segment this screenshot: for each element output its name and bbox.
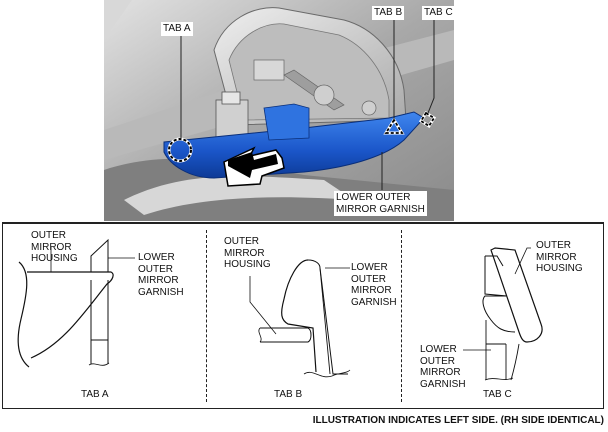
garnish-label-line: OUTER <box>420 355 455 367</box>
garnish-label: LOWER OUTER MIRROR GARNISH <box>351 262 397 308</box>
tab-a-detail-panel: OUTER MIRROR HOUSING LOWER OUTER MIRROR … <box>3 224 206 409</box>
tab-c-detail-panel: OUTER MIRROR HOUSING LOWER OUTER MIRROR … <box>403 224 603 409</box>
housing-label-line: MIRROR <box>31 241 72 253</box>
illustration-caption: ILLUSTRATION INDICATES LEFT SIDE. (RH SI… <box>312 415 604 426</box>
housing-label: OUTER MIRROR HOUSING <box>536 240 583 275</box>
garnish-label-line: MIRROR <box>351 285 392 296</box>
tab-b-detail-panel: OUTER MIRROR HOUSING LOWER OUTER MIRROR … <box>208 224 401 409</box>
direction-arrow-icon <box>223 146 285 187</box>
garnish-label-line: OUTER <box>351 273 386 285</box>
panel-divider <box>206 230 207 402</box>
panel-title: TAB B <box>274 389 303 400</box>
garnish-label-line: LOWER <box>138 252 175 263</box>
garnish-label-line: GARNISH <box>351 296 397 308</box>
garnish-label-line1: LOWER OUTER <box>336 192 411 203</box>
tab-c-section-drawing <box>463 247 543 381</box>
garnish-label-line2: MIRROR GARNISH <box>336 203 425 215</box>
housing-label-line: OUTER <box>224 236 259 247</box>
tab-detail-box: OUTER MIRROR HOUSING LOWER OUTER MIRROR … <box>2 222 604 409</box>
garnish-label: LOWER OUTER MIRROR GARNISH <box>334 191 427 216</box>
panel-title: TAB C <box>483 389 512 400</box>
garnish-label-line: GARNISH <box>420 378 466 390</box>
garnish-label: LOWER OUTER MIRROR GARNISH <box>420 344 466 390</box>
housing-label-line: HOUSING <box>31 253 78 264</box>
tab-b-label: TAB B <box>372 6 405 20</box>
tab-b-section-drawing <box>249 259 351 378</box>
garnish-label-line: LOWER <box>420 344 457 355</box>
tab-c-label: TAB C <box>422 6 454 20</box>
housing-label-line: OUTER <box>31 230 66 241</box>
housing-label-line: MIRROR <box>536 251 577 263</box>
garnish-label-line: LOWER <box>351 262 388 273</box>
panel-divider <box>401 230 402 402</box>
tab-a-section-drawing <box>17 238 135 368</box>
garnish-label-line: OUTER <box>138 263 173 275</box>
housing-label-line: OUTER <box>536 240 571 251</box>
housing-label: OUTER MIRROR HOUSING <box>224 236 271 271</box>
tab-a-label: TAB A <box>161 22 193 36</box>
mirror-illustration: TAB A TAB B TAB C LOWER OUTER MIRROR GAR… <box>104 0 454 221</box>
housing-label-line: MIRROR <box>224 247 265 259</box>
panel-title: TAB A <box>81 389 109 400</box>
housing-label-line: HOUSING <box>536 263 583 274</box>
garnish-label-line: MIRROR <box>420 367 461 378</box>
garnish-label-line: GARNISH <box>138 286 184 298</box>
garnish-label: LOWER OUTER MIRROR GARNISH <box>138 252 184 298</box>
housing-label: OUTER MIRROR HOUSING <box>31 230 78 265</box>
garnish-label-line: MIRROR <box>138 275 179 286</box>
mirror-drawing <box>104 0 454 221</box>
housing-label-line: HOUSING <box>224 259 271 270</box>
